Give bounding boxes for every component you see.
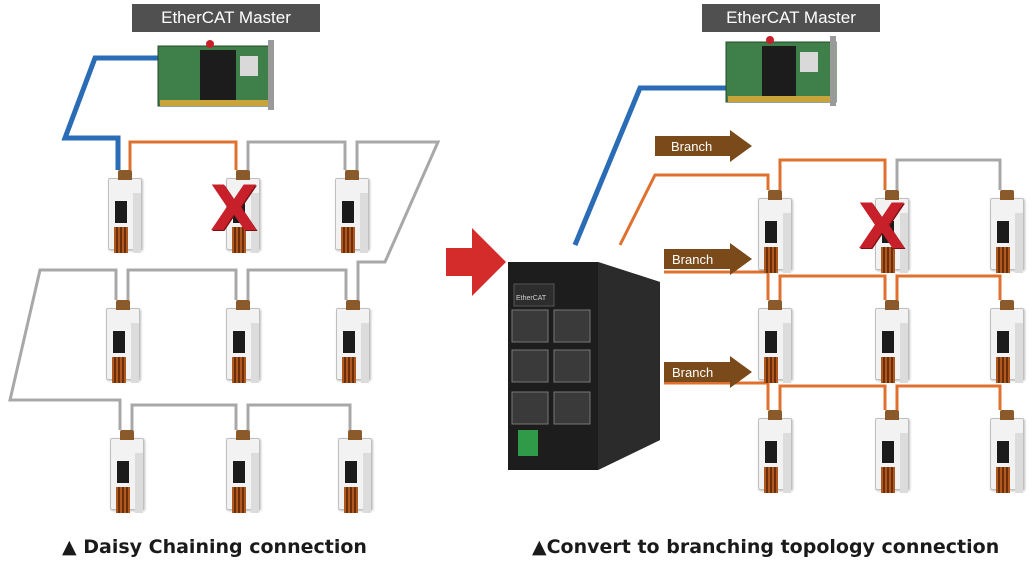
caption-daisy-chain: ▲ Daisy Chaining connection <box>62 536 367 558</box>
branch-line-3 <box>664 381 770 410</box>
chain-link-left-4 <box>126 268 238 300</box>
slave-module <box>756 190 792 273</box>
master-card-right <box>725 36 837 106</box>
master-label-right: EtherCAT Master <box>702 4 880 32</box>
master-link-right <box>572 85 726 246</box>
failed-node-x-icon-right: X <box>858 190 906 263</box>
branch-line-1 <box>618 173 770 246</box>
failed-node-x-icon-left: X <box>210 172 258 245</box>
slave-module <box>988 410 1024 493</box>
branch-line-2 <box>664 270 770 300</box>
row3-link-2 <box>895 384 1002 410</box>
chain-link-left-6 <box>130 403 238 430</box>
branch-arrow-1: Branch <box>655 130 752 162</box>
row3-link-1 <box>778 384 887 410</box>
caption-branching: ▲Convert to branching topology connectio… <box>532 536 1000 558</box>
slave-module <box>988 190 1024 273</box>
branch-label-2: Branch <box>672 252 713 267</box>
slave-module <box>756 410 792 493</box>
switch-brand-text: EtherCAT <box>516 295 547 302</box>
ethercat-branch-switch: EtherCAT <box>508 262 660 470</box>
slave-module <box>873 410 909 493</box>
slave-module <box>334 300 370 383</box>
slave-module <box>988 300 1024 383</box>
slave-module <box>756 300 792 383</box>
transition-arrow <box>446 228 506 296</box>
chain-link-left-5 <box>8 268 122 430</box>
slave-module <box>106 170 142 253</box>
slave-module <box>224 430 260 513</box>
chain-link-left-1 <box>246 140 347 170</box>
row2-link-1 <box>778 274 887 300</box>
slave-module-failed <box>224 170 260 253</box>
master-card-left <box>157 40 274 110</box>
slave-module <box>108 430 144 513</box>
row1-link-active <box>778 158 887 190</box>
slave-module <box>104 300 140 383</box>
branch-label-1: Branch <box>671 139 712 154</box>
chain-link-left-7 <box>246 403 352 430</box>
master-link-left <box>61 55 158 170</box>
slave-module <box>873 300 909 383</box>
branch-arrow-3: Branch <box>664 356 752 388</box>
chain-link-left-2 <box>355 140 441 300</box>
slave-module-failed <box>873 190 909 273</box>
chain-link-left-3 <box>246 268 348 300</box>
branch-label-3: Branch <box>672 365 713 380</box>
row1-link-inactive <box>895 158 1002 190</box>
row2-link-2 <box>895 274 1002 300</box>
active-link-left <box>128 140 238 170</box>
master-label-left: EtherCAT Master <box>132 4 320 32</box>
slave-module <box>333 170 369 253</box>
branch-arrow-2: Branch <box>664 243 752 275</box>
slave-module <box>336 430 372 513</box>
slave-module <box>224 300 260 383</box>
